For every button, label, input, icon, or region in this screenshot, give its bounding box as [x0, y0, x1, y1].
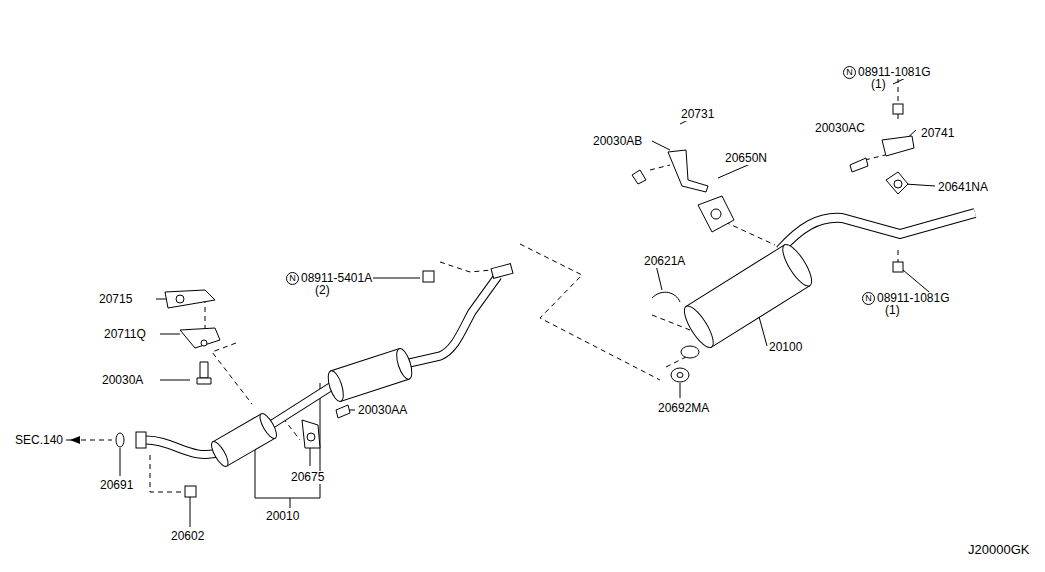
- callout-number: (1): [870, 78, 887, 91]
- callout-number: 20621A: [643, 255, 686, 268]
- callout-number: 20030A: [101, 374, 144, 387]
- callout-number: 08911-5401A: [300, 272, 373, 285]
- callout-number: 20030AA: [357, 404, 408, 417]
- callout-number: 20711Q: [103, 328, 147, 341]
- drawing-code: J20000GK: [967, 543, 1030, 556]
- callout-number: 20675: [290, 471, 325, 484]
- callout-number: SEC.140: [14, 434, 64, 447]
- callout-number: 20030AB: [592, 135, 643, 148]
- callout-number: 20650N: [724, 152, 768, 165]
- note-symbol: N: [843, 66, 856, 79]
- callout-number: 20691: [99, 479, 134, 492]
- note-letter: N: [865, 294, 872, 303]
- callout-number: 20692MA: [657, 402, 710, 415]
- callout-number: 08911-1081G: [857, 66, 932, 79]
- callout-number: 20715: [98, 293, 133, 306]
- callout-number: 20641NA: [937, 181, 989, 194]
- note-letter: N: [846, 68, 853, 77]
- note-symbol: N: [286, 272, 299, 285]
- callout-number: 20741: [920, 127, 955, 140]
- callout-number: 20731: [680, 108, 715, 121]
- callout-number: 20010: [265, 510, 300, 523]
- note-letter: N: [289, 274, 296, 283]
- callout-number: 20602: [170, 530, 205, 543]
- callout-number: 20100: [768, 341, 803, 354]
- callout-number: 20030AC: [814, 122, 866, 135]
- callout-number: (2): [314, 284, 331, 297]
- note-symbol: N: [862, 292, 875, 305]
- callout-number: (1): [884, 304, 901, 317]
